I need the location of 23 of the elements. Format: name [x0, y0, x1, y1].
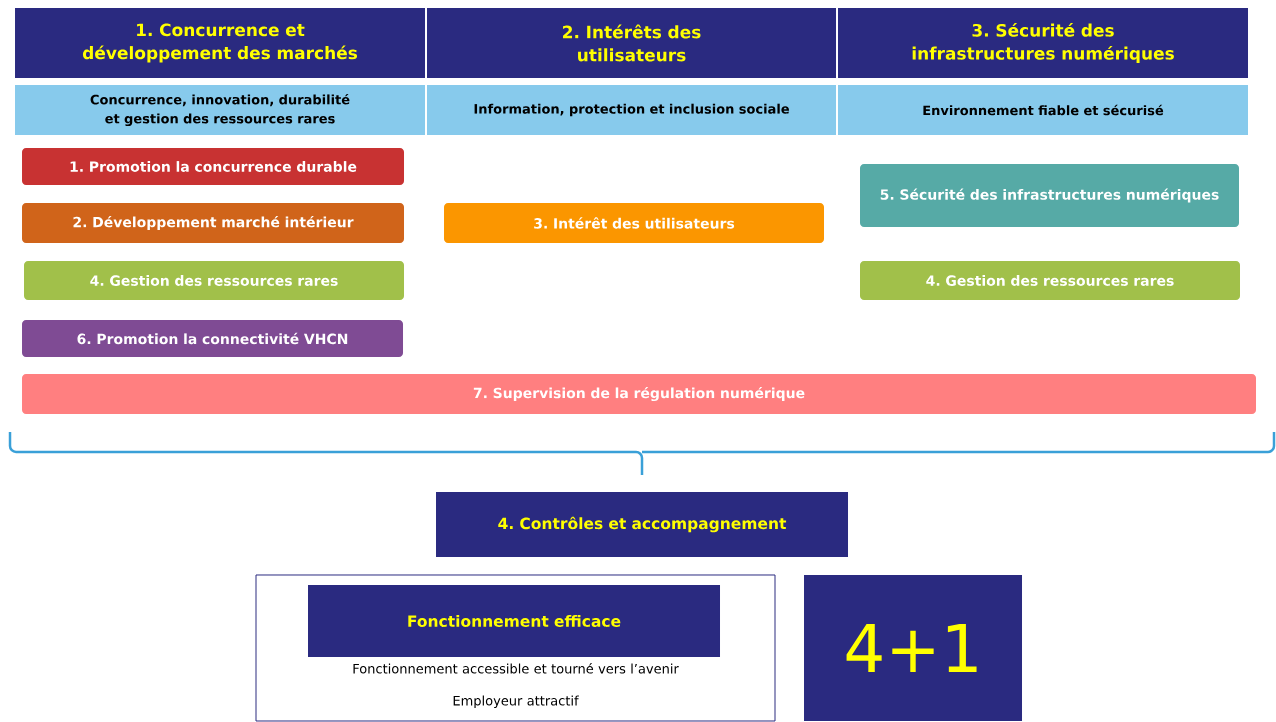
task-box: 3. Intérêt des utilisateurs [444, 203, 824, 243]
task-box: 5. Sécurité des infrastructures numériques [860, 164, 1239, 227]
column-header: 2. Intérêts des utilisateurs [427, 8, 836, 78]
task-box: 4. Gestion des ressources rares [24, 261, 404, 300]
title-box: 4. Contrôles et accompagnement [436, 492, 848, 557]
subheader-bar: Environnement fiable et sécurisé [838, 85, 1248, 135]
title-box: Fonctionnement efficace [308, 585, 720, 657]
node-label: 1. Concurrence et développement des marchés [82, 23, 358, 63]
node-label: Concurrence, innovation, durabilité et gestion des ressources rares [90, 93, 350, 127]
node-label: 3. Sécurité des infrastructures numériques [912, 22, 1174, 64]
task-box: 2. Développement marché intérieur [22, 203, 404, 243]
column-header: 1. Concurrence et développement des marchés [15, 8, 425, 78]
column-header: 3. Sécurité des infrastructures numériques [838, 8, 1248, 78]
node-label: Information, protection et inclusion sociale [474, 103, 789, 117]
subheader-bar: Concurrence, innovation, durabilité et gestion des ressources rares [15, 85, 425, 135]
number-box: 4+1 [804, 575, 1022, 721]
task-box: 4. Gestion des ressources rares [860, 261, 1240, 300]
node-label: 2. Intérêts des utilisateurs [563, 24, 701, 62]
task-box: 7. Supervision de la régulation numérique [22, 374, 1256, 414]
node-label: Environnement fiable et sécurisé [923, 104, 1164, 116]
task-box: 1. Promotion la concurrence durable [22, 148, 404, 185]
subheader-bar: Information, protection et inclusion sociale [427, 85, 836, 135]
task-box: 6. Promotion la connectivité VHCN [22, 320, 403, 357]
